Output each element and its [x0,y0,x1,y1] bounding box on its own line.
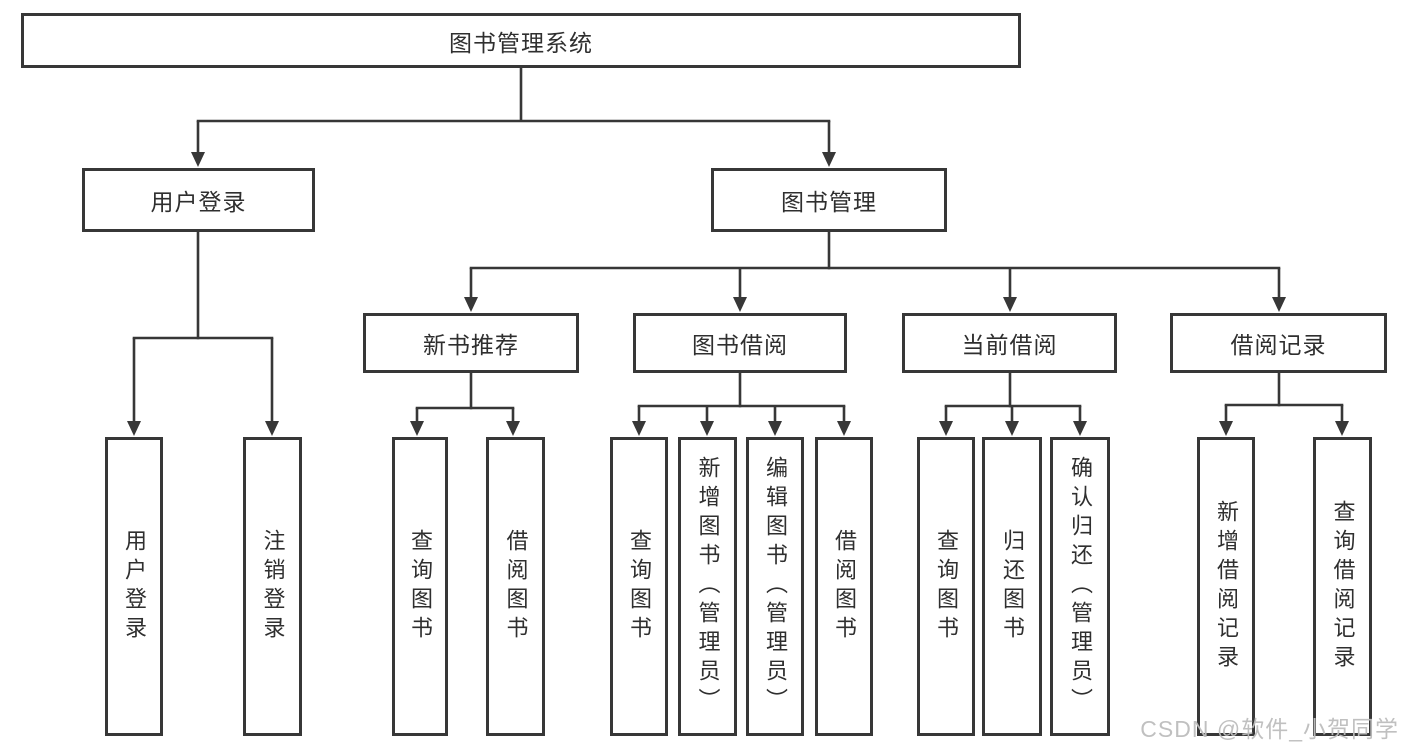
node-book-management-label: 图书管理 [781,189,877,215]
node-root-label: 图书管理系统 [449,29,593,56]
leaf-borrow-edit-books-admin-label: 编辑图书（管理员） [763,456,788,717]
leaf-record-query-borrow-record: 查询借阅记录 [1313,437,1372,736]
leaf-current-confirm-return-admin-label: 确认归还（管理员） [1068,456,1093,717]
leaf-current-return-books-label: 归还图书 [1000,528,1025,645]
leaf-current-query-books-label: 查询图书 [934,528,959,645]
leaf-newbook-query-books: 查询图书 [392,437,448,736]
leaf-record-add-borrow-record-label: 新增借阅记录 [1214,499,1239,674]
leaf-current-query-books: 查询图书 [917,437,975,736]
leaf-record-query-borrow-record-label: 查询借阅记录 [1330,499,1356,674]
node-book-borrow: 图书借阅 [633,313,847,373]
node-book-borrow-label: 图书借阅 [692,332,788,358]
leaf-record-add-borrow-record: 新增借阅记录 [1197,437,1255,736]
leaf-current-return-books: 归还图书 [982,437,1042,736]
leaf-newbook-borrow-books-label: 借阅图书 [503,528,529,645]
leaf-borrow-borrow-books: 借阅图书 [815,437,873,736]
leaf-current-confirm-return-admin: 确认归还（管理员） [1050,437,1110,736]
leaf-borrow-add-books-admin: 新增图书（管理员） [678,437,737,736]
leaf-logout-label: 注销登录 [260,528,286,645]
leaf-newbook-borrow-books: 借阅图书 [486,437,545,736]
leaf-logout: 注销登录 [243,437,302,736]
node-root: 图书管理系统 [21,13,1021,68]
csdn-watermark: CSDN @软件_小贺同学 [1140,716,1399,742]
node-current-borrow: 当前借阅 [902,313,1117,373]
leaf-borrow-query-books-label: 查询图书 [627,528,652,645]
node-new-book-recommend: 新书推荐 [363,313,579,373]
leaf-user-login-label: 用户登录 [122,528,147,645]
node-user-login: 用户登录 [82,168,315,232]
node-user-login-label: 用户登录 [150,189,247,215]
node-borrow-record: 借阅记录 [1170,313,1387,373]
node-borrow-record-label: 借阅记录 [1230,332,1327,358]
leaf-borrow-borrow-books-label: 借阅图书 [832,528,857,645]
node-book-management: 图书管理 [711,168,947,232]
arrowheads [127,152,1349,436]
leaf-borrow-add-books-admin-label: 新增图书（管理员） [695,456,721,717]
leaf-borrow-edit-books-admin: 编辑图书（管理员） [746,437,804,736]
leaf-user-login: 用户登录 [105,437,163,736]
leaf-borrow-query-books: 查询图书 [610,437,668,736]
leaf-newbook-query-books-label: 查询图书 [408,528,433,645]
node-new-book-recommend-label: 新书推荐 [423,332,519,358]
node-current-borrow-label: 当前借阅 [961,332,1058,358]
